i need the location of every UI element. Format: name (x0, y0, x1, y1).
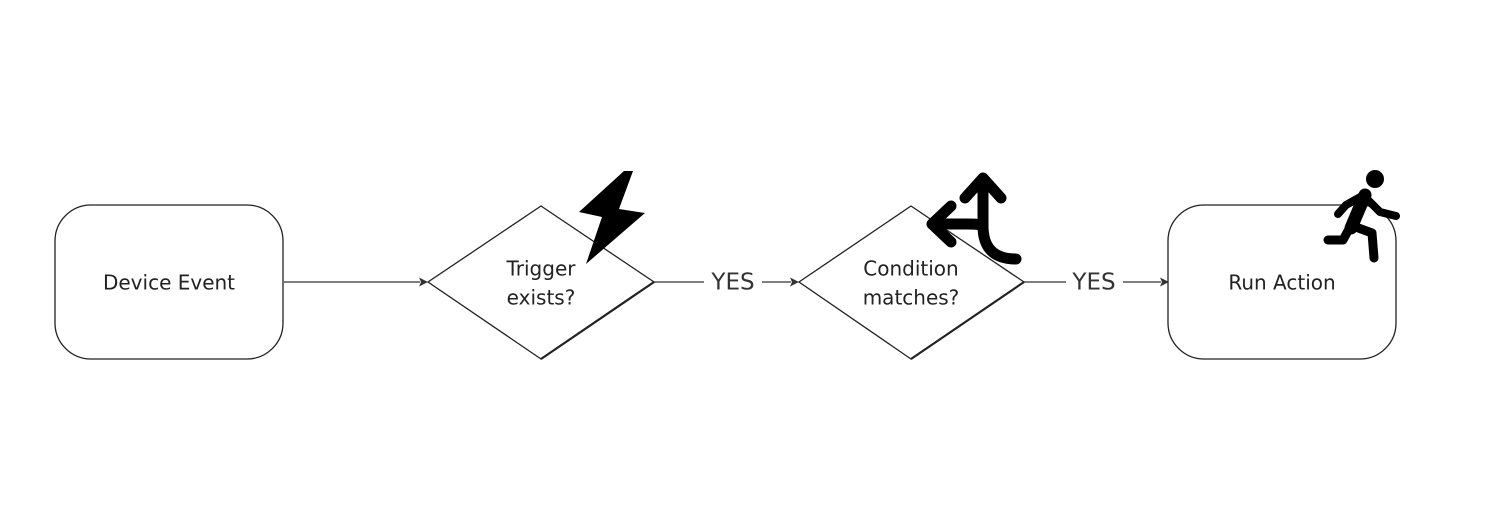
node-device-event[interactable]: Device Event (54, 204, 284, 360)
running-person-icon (1323, 170, 1400, 263)
edge-trigger-to-condition: YES (654, 270, 799, 296)
lightning-bolt-icon (579, 171, 645, 264)
node-condition-line1: Condition (863, 257, 958, 281)
edge-device-to-trigger (284, 277, 428, 287)
split-arrow-icon (926, 172, 1022, 265)
edge-label-yes-1: YES (710, 270, 754, 296)
edge-label-yes-2: YES (1071, 270, 1115, 296)
node-condition-line2: matches? (863, 286, 960, 310)
edge-condition-to-action: YES (1024, 270, 1169, 296)
node-run-action-label: Run Action (1228, 271, 1335, 295)
node-trigger-line2: exists? (507, 286, 576, 310)
node-device-event-label: Device Event (103, 271, 235, 295)
node-trigger-line1: Trigger (506, 257, 577, 281)
node-condition-matches[interactable]: Condition matches? (797, 205, 1026, 360)
